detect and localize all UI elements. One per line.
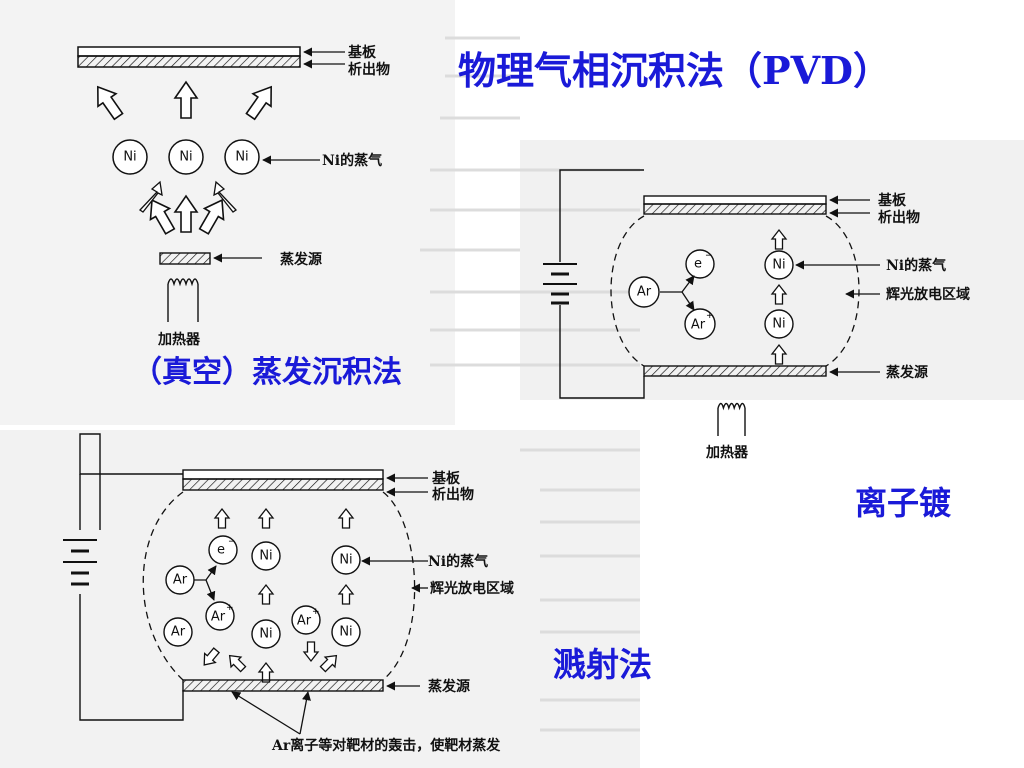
main-title: 物理气相沉积法（PVD） (458, 48, 892, 93)
evap-arrow-up-right (240, 79, 281, 124)
sput-ni-atom: Ni (331, 545, 361, 575)
ion-ni-atom: Ni (764, 309, 794, 339)
svg-text:+: + (226, 603, 234, 613)
sput-label-glow: 辉光放电区域 (430, 580, 514, 597)
sput-label-source: 蒸发源 (428, 678, 470, 695)
sput-arrow-up (338, 508, 354, 529)
evap-label-source: 蒸发源 (280, 251, 322, 268)
ion-argon-ion: Ar + (684, 308, 716, 340)
svg-text:Ni: Ni (259, 549, 272, 564)
svg-text:Ar: Ar (637, 285, 652, 300)
caption-sputtering: 溅射法 (553, 645, 652, 684)
caption-ion-plating: 离子镀 (855, 484, 952, 522)
ion-glow-boundary (610, 215, 860, 367)
sput-arrow-down-left (198, 645, 223, 671)
sput-arrow-up (258, 508, 274, 529)
ion-label-substrate: 基板 (878, 192, 907, 209)
ion-label-vapor: Ni的蒸气 (886, 257, 946, 274)
ion-label-deposit: 析出物 (878, 209, 920, 226)
sput-label-deposit: 析出物 (432, 486, 474, 503)
svg-text:Ni: Ni (339, 625, 352, 640)
svg-text:Ar: Ar (297, 614, 312, 629)
svg-text:+: + (312, 607, 320, 617)
ion-label-glow: 辉光放电区域 (886, 286, 970, 303)
sput-source (182, 679, 384, 692)
ion-arrow-up (771, 284, 787, 305)
svg-text:−: − (705, 251, 713, 261)
evaporation-diagram: 基板 析出物 Ni Ni Ni Ni的蒸气 蒸发源 (77, 44, 390, 348)
sput-argon-atom: Ar (165, 565, 195, 595)
evap-ni-atom: Ni (168, 139, 204, 175)
sput-arrow-up (214, 508, 230, 529)
svg-text:+: + (706, 311, 714, 321)
svg-text:Ni: Ni (179, 150, 192, 165)
sput-arrow-up (258, 584, 274, 605)
svg-text:−: − (228, 537, 236, 547)
ion-arrow-up (771, 344, 787, 365)
ion-argon-atom: Ar (628, 276, 660, 308)
svg-text:Ni: Ni (772, 317, 785, 332)
sput-label-bottom: Ar离子等对靶材的轰击，使靶材蒸发 (271, 737, 501, 754)
sput-ni-atom: Ni (251, 619, 281, 649)
svg-text:Ni: Ni (123, 150, 136, 165)
svg-text:e: e (217, 543, 225, 558)
sput-glow-boundary (142, 491, 416, 681)
ion-ni-atom: Ni (764, 250, 794, 280)
sput-arrow-bounce (317, 650, 342, 675)
sput-argon-ion: Ar + (205, 601, 235, 631)
evap-deposit-layer (77, 55, 301, 68)
evap-ni-atom: Ni (112, 139, 148, 175)
sput-arrow-down (303, 641, 319, 662)
evap-source (159, 252, 211, 265)
ion-plating-diagram: 基板 析出物 e − Ar Ar + Ni Ni (543, 169, 970, 461)
svg-text:Ni: Ni (235, 150, 248, 165)
svg-text:Ar: Ar (211, 610, 226, 625)
svg-text:Ni: Ni (772, 258, 785, 273)
svg-text:Ar: Ar (171, 625, 186, 640)
ion-heater-coil (717, 402, 746, 436)
sput-argon-atom: Ar (163, 617, 193, 647)
sput-ni-atom: Ni (331, 617, 361, 647)
evap-arrow-low-center (174, 195, 198, 233)
sput-label-substrate: 基板 (432, 470, 461, 487)
evap-arrow-up-center (174, 81, 198, 119)
ion-label-source: 蒸发源 (886, 364, 928, 381)
sput-arrow-up (338, 584, 354, 605)
svg-text:Ni: Ni (339, 553, 352, 568)
sput-arrow-up (258, 662, 274, 683)
sput-substrate (182, 469, 384, 480)
evap-heater-coil (167, 278, 199, 322)
svg-text:Ar: Ar (691, 318, 706, 333)
sput-ni-atom: Ni (251, 541, 281, 571)
sput-label-vapor: Ni的蒸气 (428, 553, 488, 570)
svg-text:Ni: Ni (259, 627, 272, 642)
ion-electron: e − (685, 249, 715, 279)
sput-deposit-layer (182, 478, 384, 491)
ion-source (643, 365, 827, 377)
evap-label-substrate: 基板 (348, 44, 377, 61)
ion-label-heater: 加热器 (705, 444, 749, 461)
ion-arrow-up (771, 229, 787, 250)
evap-label-vapor: Ni的蒸气 (322, 152, 382, 169)
caption-evaporation: （真空）蒸发沉积法 (132, 355, 402, 390)
svg-text:e: e (694, 257, 702, 272)
evap-substrate (77, 46, 301, 57)
sput-argon-ion: Ar + (291, 605, 321, 635)
evap-label-heater: 加热器 (157, 331, 201, 348)
ion-battery-icon (543, 263, 577, 305)
evap-label-deposit: 析出物 (348, 61, 390, 78)
svg-text:Ar: Ar (173, 573, 188, 588)
evap-arrow-up-left (88, 79, 129, 124)
sput-arrow-bounce (224, 650, 249, 675)
sputtering-diagram: 基板 析出物 e − Ar Ar + Ar Ar + (63, 433, 514, 754)
sput-battery-icon (63, 539, 97, 586)
evap-ni-atom: Ni (224, 139, 260, 175)
ion-substrate (643, 195, 827, 205)
sput-electron: e − (208, 535, 238, 565)
ion-deposit-layer (643, 203, 827, 215)
